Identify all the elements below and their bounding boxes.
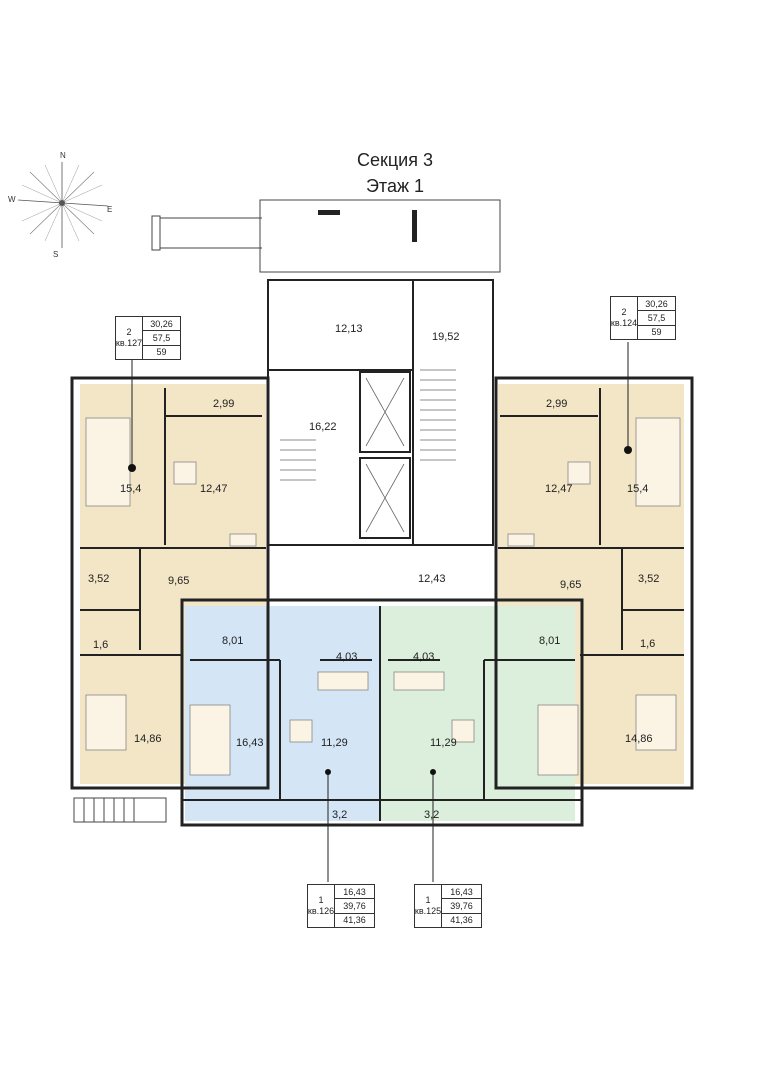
- section-title: Секция 3: [356, 150, 433, 170]
- core-walls: [267, 279, 494, 546]
- area-label: 3,2: [332, 809, 347, 821]
- area-label: 8,01: [539, 635, 560, 647]
- area-label: 3,52: [638, 573, 659, 585]
- area-labels: 12,13 19,52 16,22 12,43 2,99 15,4 12,47 …: [88, 323, 659, 821]
- interior-walls: [80, 388, 684, 821]
- floor-title: Этаж 1: [365, 176, 425, 196]
- area-label: 1,6: [93, 639, 108, 651]
- furniture: [85, 417, 681, 776]
- compass-e: E: [107, 205, 112, 214]
- area-label: 8,01: [222, 635, 243, 647]
- area-label: 9,65: [560, 579, 581, 591]
- area-label: 14,86: [625, 733, 653, 745]
- compass-rose-icon: N E S W: [8, 151, 112, 259]
- area-label: 2,99: [546, 398, 567, 410]
- zones: [80, 384, 684, 821]
- compass-s: S: [53, 250, 58, 259]
- area-label: 3,52: [88, 573, 109, 585]
- area-label: 16,43: [236, 737, 264, 749]
- entrance-area: [151, 199, 501, 273]
- area-label: 12,13: [335, 323, 363, 335]
- compass-n: N: [60, 151, 66, 160]
- area-label: 4,03: [336, 651, 357, 663]
- apartment-markers: [128, 342, 632, 882]
- ramp: [73, 797, 167, 823]
- outer-walls: [70, 376, 694, 827]
- area-label: 16,22: [309, 421, 337, 433]
- compass-w: W: [8, 195, 16, 204]
- stairs: [280, 369, 456, 533]
- area-label: 12,47: [200, 483, 228, 495]
- area-label: 14,86: [134, 733, 162, 745]
- area-label: 11,29: [321, 737, 348, 749]
- area-label: 2,99: [213, 398, 234, 410]
- area-label: 19,52: [432, 331, 460, 343]
- area-label: 11,29: [430, 737, 457, 749]
- area-label: 12,47: [545, 483, 573, 495]
- area-label: 9,65: [168, 575, 189, 587]
- area-label: 4,03: [413, 651, 434, 663]
- area-label: 3,2: [424, 809, 439, 821]
- area-label: 12,43: [418, 573, 446, 585]
- area-label: 15,4: [627, 483, 648, 495]
- area-label: 1,6: [640, 638, 655, 650]
- area-label: 15,4: [120, 483, 141, 495]
